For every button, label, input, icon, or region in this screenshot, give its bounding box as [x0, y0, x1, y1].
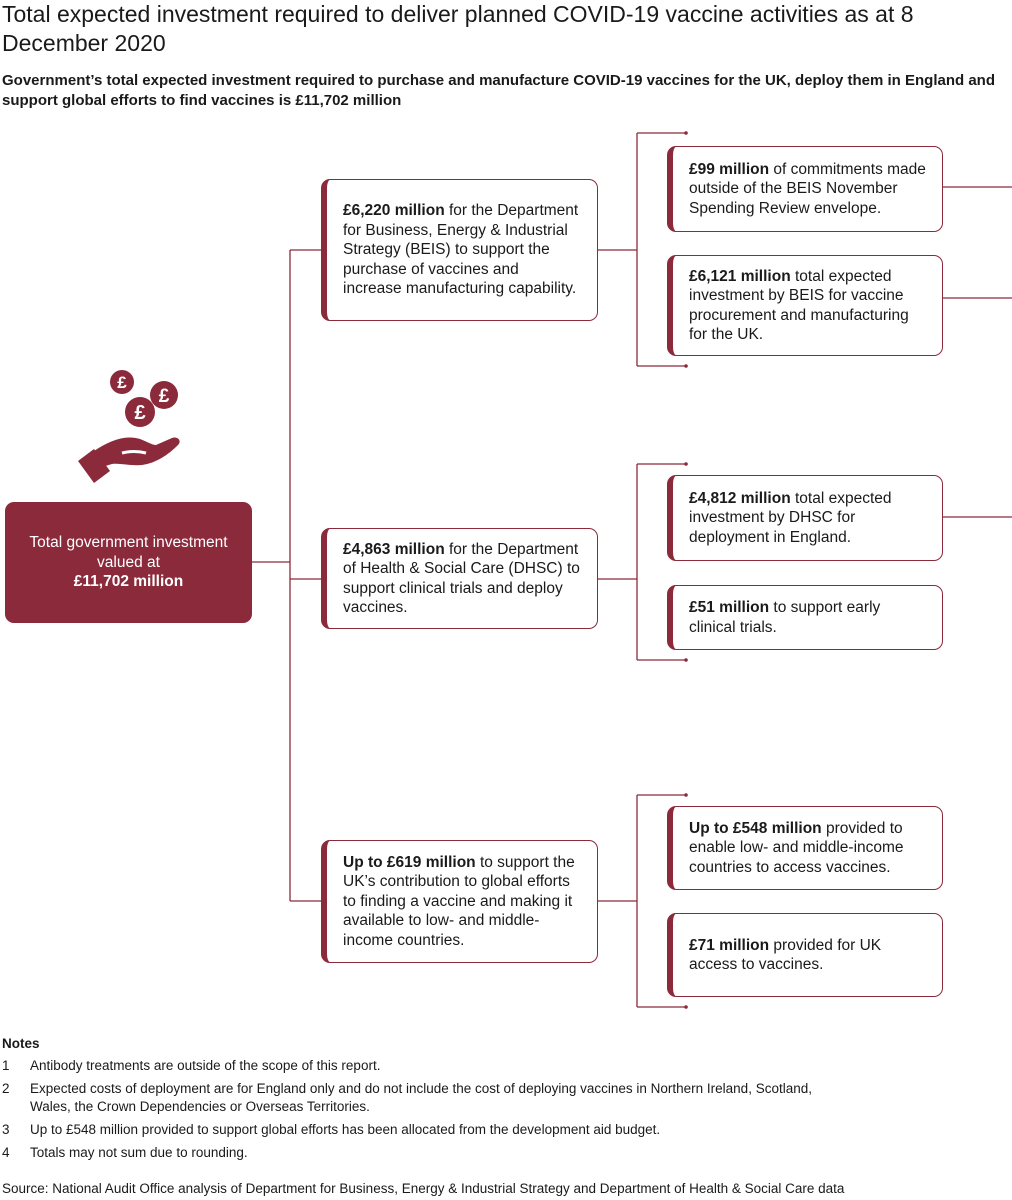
- coin-glyph: £: [159, 386, 170, 407]
- box-amount: £99 million: [689, 160, 770, 178]
- root-total-box: Total government investment valued at £1…: [5, 502, 252, 623]
- note-number: 3: [2, 1122, 10, 1137]
- coin-glyph: £: [117, 373, 127, 392]
- source-line: Source: National Audit Office analysis o…: [2, 1181, 845, 1196]
- dhsc-clinical-trials-box: £51 million to support early clinical tr…: [667, 585, 943, 650]
- note-item: 3 Up to £548 million provided to support…: [2, 1121, 1002, 1139]
- hand-with-pound-coins-icon: £ £ £: [78, 370, 180, 483]
- note-text: Up to £548 million provided to support g…: [30, 1122, 661, 1137]
- coin-glyph: £: [134, 402, 145, 424]
- global-investment-box: Up to £619 million to support the UK’s c…: [321, 840, 598, 963]
- tree-connectors: [252, 131, 1012, 1009]
- notes-section: Notes 1 Antibody treatments are outside …: [2, 1035, 1002, 1167]
- box-description: of commitments made outside of the BEIS …: [689, 160, 926, 217]
- box-amount: £51 million: [689, 599, 770, 616]
- box-amount: £4,812 million: [689, 489, 791, 507]
- box-amount: £4,863 million: [343, 540, 445, 558]
- box-amount: £71 million: [689, 936, 770, 954]
- dhsc-deployment-box: £4,812 million total expected investment…: [667, 475, 943, 561]
- box-description: to support early clinical trials.: [689, 599, 881, 636]
- box-description: total expected investment by BEIS for va…: [689, 267, 909, 344]
- note-text: Antibody treatments are outside of the s…: [30, 1058, 381, 1073]
- notes-title: Notes: [2, 1036, 40, 1051]
- box-amount: £6,121 million: [689, 267, 791, 285]
- box-description: for the Department for Business, Energy …: [343, 202, 579, 298]
- note-text: Totals may not sum due to rounding.: [30, 1145, 248, 1160]
- figure-title: Total expected investment required to de…: [2, 1, 914, 56]
- box-amount: £6,220 million: [343, 202, 445, 220]
- root-amount: £11,702 million: [73, 573, 184, 591]
- box-description: total expected investment by DHSC for de…: [689, 489, 892, 546]
- uk-access-box: £71 million provided for UK access to va…: [667, 913, 943, 997]
- box-amount: Up to £548 million: [689, 819, 822, 837]
- note-text: Expected costs of deployment are for Eng…: [30, 1081, 812, 1114]
- box-description: for the Department of Health & Social Ca…: [343, 540, 580, 617]
- note-number: 2: [2, 1081, 10, 1096]
- note-item: 4 Totals may not sum due to rounding.: [2, 1144, 1002, 1162]
- note-number: 1: [2, 1058, 10, 1073]
- note-item: 1 Antibody treatments are outside of the…: [2, 1057, 1002, 1075]
- box-amount: Up to £619 million: [343, 853, 476, 871]
- beis-investment-box: £6,220 million for the Department for Bu…: [321, 179, 598, 321]
- note-number: 4: [2, 1145, 10, 1160]
- root-label: Total government investment valued at: [29, 534, 228, 571]
- box-description: provided to enable low- and middle-incom…: [689, 819, 904, 876]
- box-description: provided for UK access to vaccines.: [689, 936, 882, 974]
- box-description: to support the UK’s contribution to glob…: [343, 853, 575, 949]
- dhsc-investment-box: £4,863 million for the Department of Hea…: [321, 528, 598, 629]
- global-access-box: Up to £548 million provided to enable lo…: [667, 806, 943, 890]
- figure-subtitle: Government’s total expected investment r…: [2, 72, 995, 109]
- note-item: 2 Expected costs of deployment are for E…: [2, 1080, 1002, 1116]
- beis-procurement-box: £6,121 million total expected investment…: [667, 255, 943, 356]
- beis-commitments-box: £99 million of commitments made outside …: [667, 146, 943, 232]
